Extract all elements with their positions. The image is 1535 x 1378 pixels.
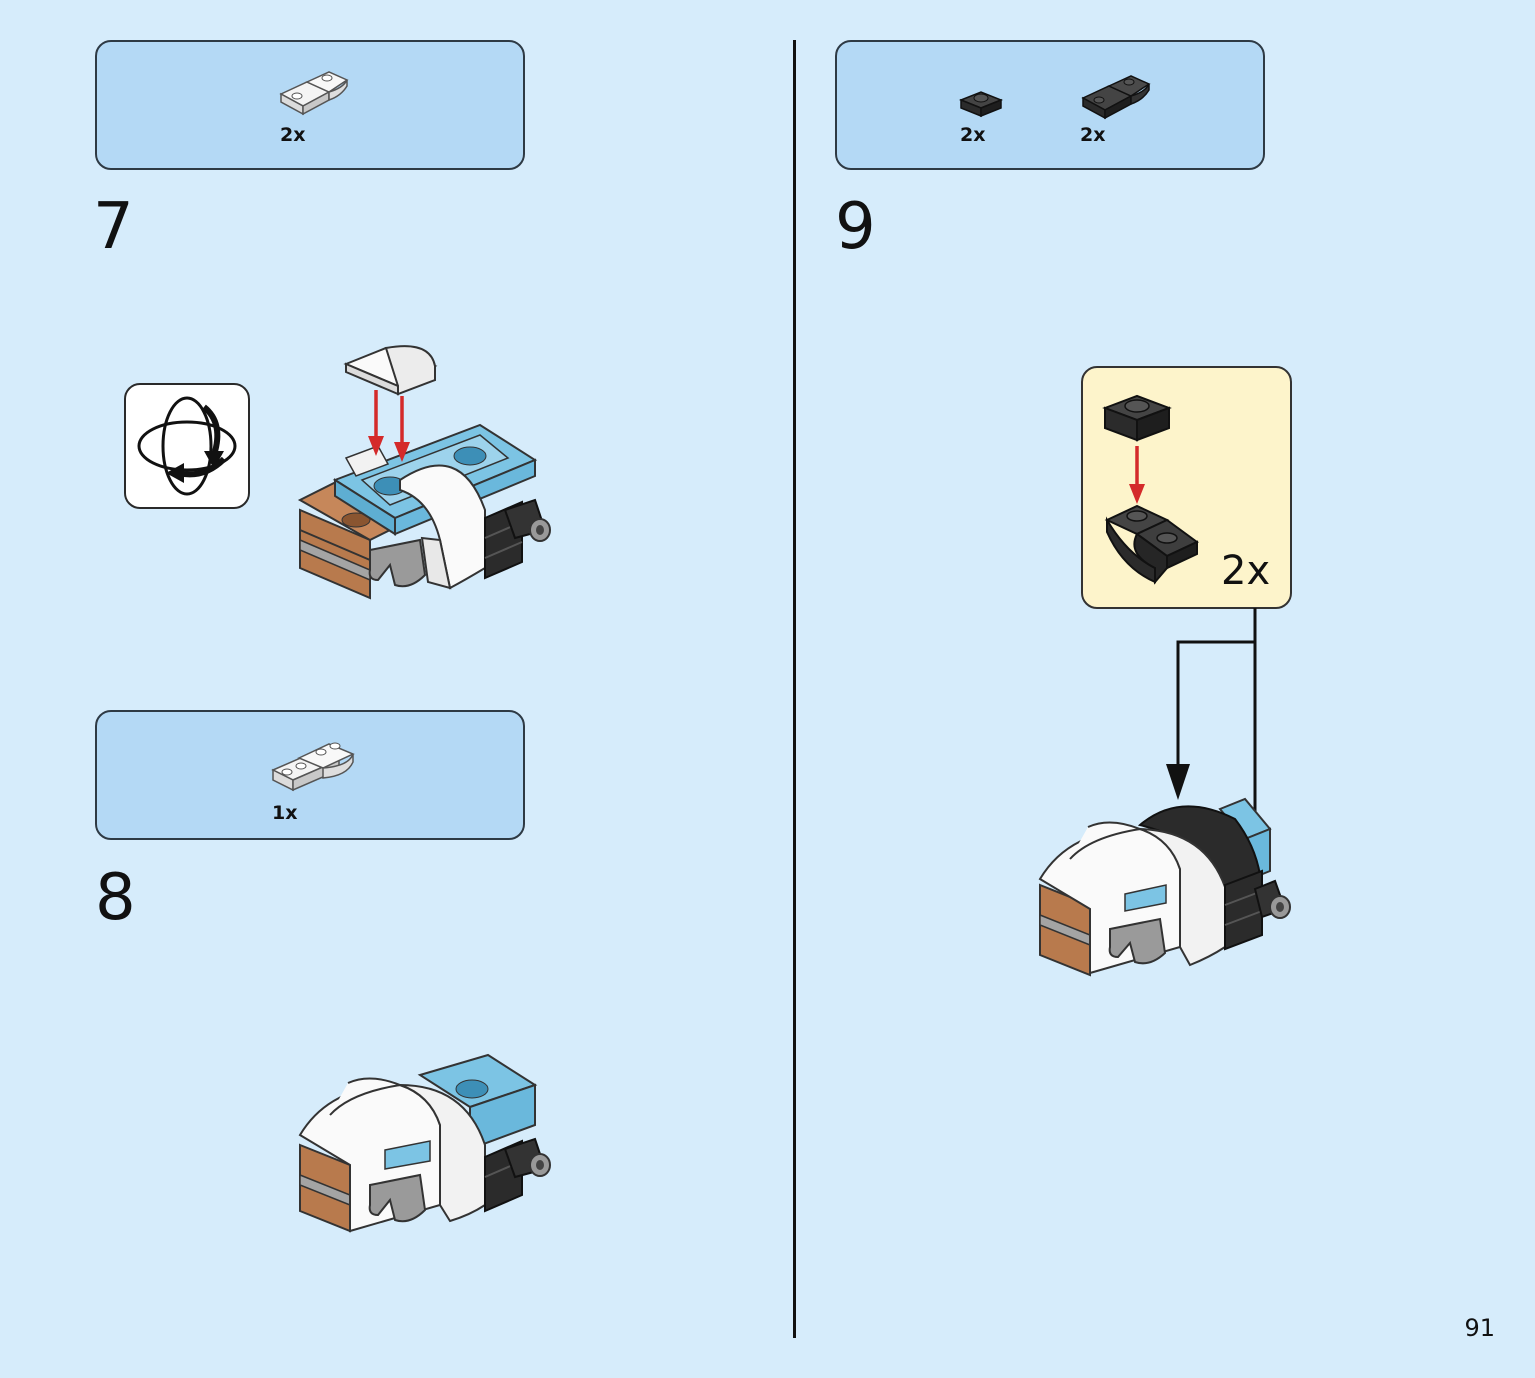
step8-part-qty: 1x (272, 802, 298, 824)
step8-parts-box: 1x (95, 710, 525, 840)
step7-parts-box: 2x (95, 40, 525, 170)
column-divider (793, 40, 796, 1338)
step9-number: 9 (835, 190, 876, 264)
step9-part1-qty: 2x (960, 124, 986, 146)
step8-model-illustration (298, 1053, 551, 1233)
step9-parts-box: 2x 2x (835, 40, 1265, 170)
subassembly-callout: 2x (1081, 366, 1292, 609)
page-number: 91 (1464, 1314, 1495, 1342)
white-double-inverted-slope-part-icon (271, 742, 355, 792)
white-inverted-slope-part-icon (279, 71, 349, 116)
subassembly-illustration (1102, 394, 1199, 585)
step7-model-illustration (297, 345, 551, 600)
step8-number: 8 (95, 861, 136, 935)
black-inverted-slope-part-icon (1081, 75, 1151, 120)
step9-part2-qty: 2x (1080, 124, 1106, 146)
step7-part-qty: 2x (280, 124, 306, 146)
rotate-model-box (124, 383, 250, 509)
rotate-model-icon (137, 396, 237, 496)
callout-qty: 2x (1221, 548, 1271, 594)
black-plate-part-icon (958, 91, 1004, 118)
step9-model-illustration (1038, 797, 1291, 977)
step7-number: 7 (93, 190, 134, 264)
